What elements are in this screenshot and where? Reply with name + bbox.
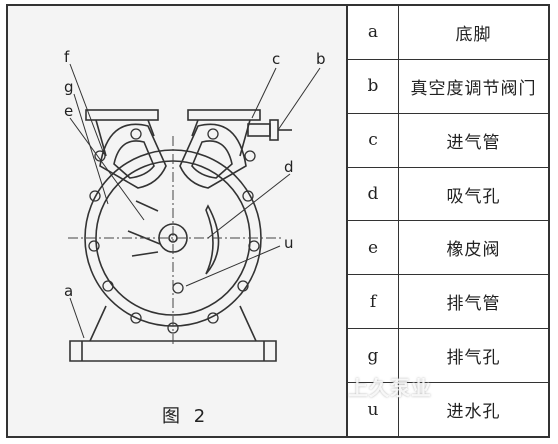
legend-value: 排气管 [398,274,548,330]
pump-cross-section-drawing: f g e c b d u a [64,48,326,362]
legend-value: 进气管 [398,113,548,168]
legend-key: b [348,59,399,114]
label-d: d [284,158,294,176]
legend-value: 橡皮阀 [398,220,548,276]
legend-key: e [348,220,399,276]
legend-row: u 进水孔 [348,382,548,436]
legend-value: 进水孔 [446,402,501,423]
legend-value: 真空度调节阀门 [398,59,548,114]
legend-value: 排气孔 [398,328,548,384]
exhaust-chamber [99,123,167,189]
label-g: g [64,78,74,96]
label-f: f [64,48,70,66]
intake-chamber [179,123,247,189]
figure-caption: 图 2 [162,406,210,427]
legend-key: c [348,113,399,168]
center-lines [68,136,283,346]
exhaust-flange [85,109,159,121]
watermark: 上久泵业 [348,376,432,400]
label-e: e [64,102,73,120]
label-c: c [272,50,280,68]
pump-diagram-panel: f g e c b d u a 图 2 [8,6,348,436]
legend-key: g [348,328,399,384]
legend-value: 底脚 [398,6,548,60]
legend-key: a [348,6,399,60]
legend-key: d [348,167,399,222]
base-legs [89,305,257,342]
legend-value: 吸气孔 [398,167,548,222]
intake-flange [187,109,261,121]
leader-lines [69,63,321,339]
label-a: a [64,282,73,300]
casing-bolts [88,128,260,334]
legend-key: f [348,274,399,330]
label-b: b [316,50,326,68]
pump-base [69,340,277,362]
suction-crescent [205,204,220,275]
label-u: u [284,234,294,252]
vacuum-valve-body [247,123,271,137]
rubber-valve [127,200,161,257]
legend-key: u [348,382,399,436]
